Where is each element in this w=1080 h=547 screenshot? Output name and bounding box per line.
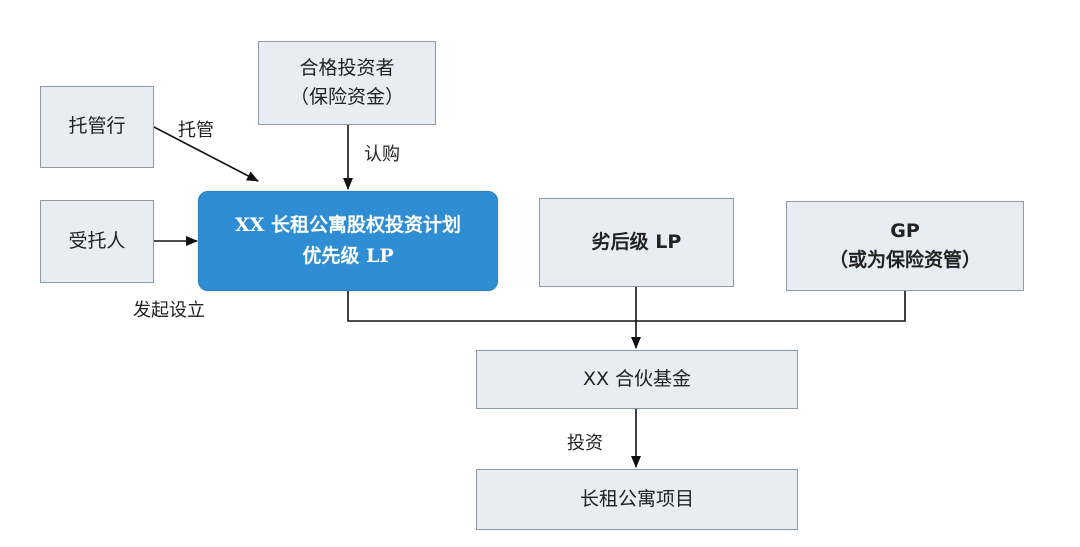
junior-lp-node: 劣后级 LP bbox=[539, 198, 734, 287]
subscribe-edge-label: 认购 bbox=[364, 144, 400, 165]
gp-label: GP bbox=[890, 219, 920, 242]
initiate-edge-label: 发起设立 bbox=[133, 300, 205, 321]
investment-plan-node: XX 长租公寓股权投资计划 优先级 LP bbox=[198, 191, 498, 291]
lp-gp-bracket bbox=[347, 291, 906, 322]
investor-node: 合格投资者 （保险资金） bbox=[258, 41, 436, 125]
rental-project-label: 长租公寓项目 bbox=[579, 487, 694, 510]
custodian-label: 托管行 bbox=[68, 115, 126, 138]
investor-type: （保险资金） bbox=[289, 86, 404, 108]
custody-arrow bbox=[153, 126, 259, 182]
investment-plan-name: XX 长租公寓股权投资计划 bbox=[234, 213, 462, 236]
partnership-fund-label: XX 合伙基金 bbox=[582, 367, 692, 390]
custodian-node: 托管行 bbox=[40, 86, 154, 168]
custody-edge-label: 托管 bbox=[178, 120, 214, 141]
gp-note: （或为保险资管） bbox=[828, 249, 981, 271]
trustee-node: 受托人 bbox=[40, 200, 154, 283]
partnership-fund-node: XX 合伙基金 bbox=[476, 350, 798, 409]
gp-node: GP （或为保险资管） bbox=[786, 201, 1024, 291]
investment-plan-tranche: 优先级 LP bbox=[302, 245, 394, 267]
rental-project-node: 长租公寓项目 bbox=[476, 469, 798, 530]
investor-name: 合格投资者 bbox=[299, 56, 395, 79]
trustee-label: 受托人 bbox=[68, 229, 126, 252]
junior-lp-label: 劣后级 LP bbox=[591, 230, 682, 253]
invest-edge-label: 投资 bbox=[567, 433, 603, 454]
